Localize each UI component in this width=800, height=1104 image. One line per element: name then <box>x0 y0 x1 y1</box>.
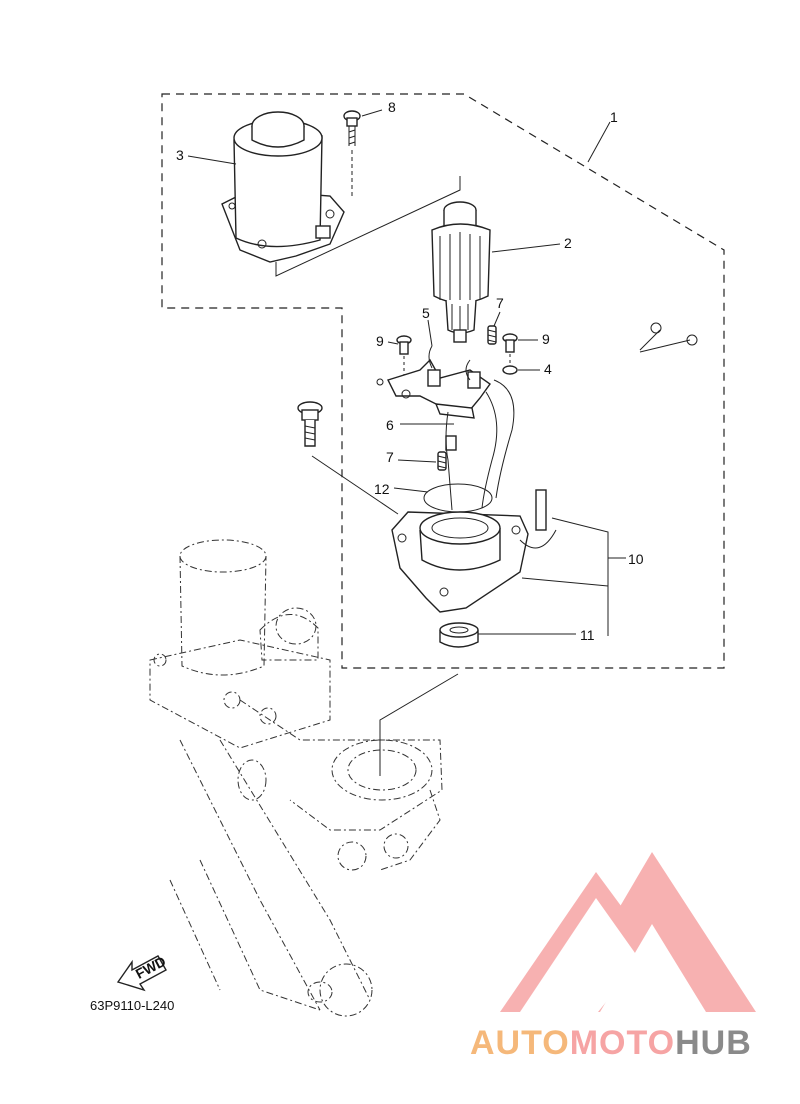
screw-9b <box>502 333 518 364</box>
callout-7a: 7 <box>496 295 504 311</box>
brush-holder-assembly <box>376 345 515 511</box>
callout-10: 10 <box>628 551 644 567</box>
watermark-text: AUTOMOTOHUB <box>470 1024 752 1062</box>
callout-7b: 7 <box>386 449 394 465</box>
screw-9a <box>396 335 412 376</box>
screw-8 <box>343 110 361 196</box>
callout-4: 4 <box>544 361 552 377</box>
motor-bracket-line <box>275 176 461 277</box>
callout-11: 11 <box>580 627 595 643</box>
callout-2: 2 <box>564 235 572 251</box>
watermark-auto: AUTO <box>470 1024 570 1062</box>
callout-8: 8 <box>388 99 396 115</box>
motor-base <box>391 511 529 613</box>
drawing-code: 63P9110-L240 <box>90 998 174 1013</box>
callout-9a: 9 <box>376 333 384 349</box>
lead-wires-10 <box>519 322 698 549</box>
fwd-arrow-icon: FWD <box>116 953 168 992</box>
tilt-unit-ghost <box>149 539 443 1017</box>
callout-6: 6 <box>386 417 394 433</box>
motor-housing <box>221 111 345 263</box>
watermark-hub: HUB <box>675 1024 752 1062</box>
callout-3: 3 <box>176 147 184 163</box>
leader-lines <box>187 109 626 776</box>
assembly-boundary <box>161 93 725 669</box>
spring-7b <box>437 451 447 471</box>
callout-9b: 9 <box>542 331 550 347</box>
armature <box>431 201 491 343</box>
callout-1: 1 <box>610 109 618 125</box>
watermark-logo-icon <box>500 852 756 1012</box>
o-ring-12 <box>423 483 493 513</box>
spring-7a <box>487 325 497 345</box>
callout-12: 12 <box>374 481 390 497</box>
watermark-moto: MOTO <box>570 1024 675 1062</box>
mounting-bolt <box>297 401 323 447</box>
washer-4 <box>502 365 518 375</box>
grommet-11 <box>439 622 479 648</box>
callout-5: 5 <box>422 305 430 321</box>
